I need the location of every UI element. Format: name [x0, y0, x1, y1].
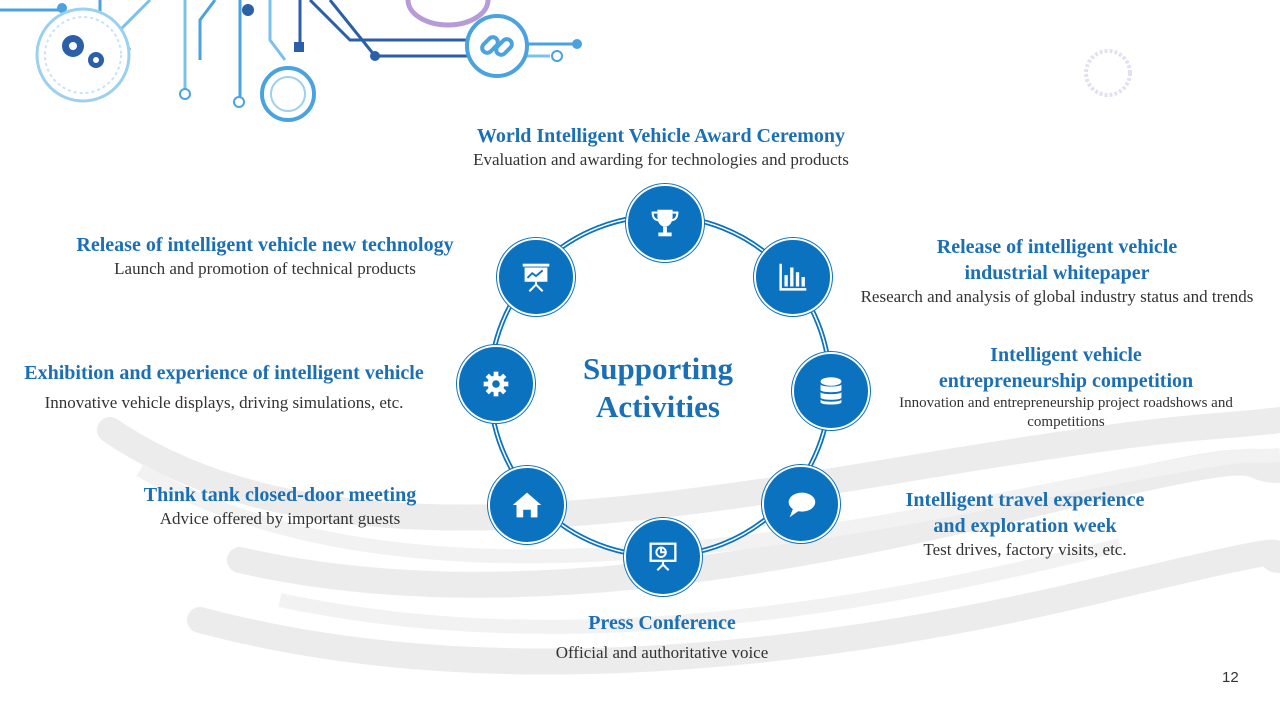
label-entrepreneurship: Intelligent vehicle entrepreneurship com…	[880, 342, 1252, 432]
activity-desc: Evaluation and awarding for technologies…	[473, 150, 849, 169]
activity-desc: Innovative vehicle displays, driving sim…	[44, 393, 404, 412]
activity-desc: Launch and promotion of technical produc…	[114, 259, 416, 278]
activity-title: Press Conference	[588, 612, 736, 634]
presentation-board-icon	[649, 542, 677, 572]
center-title: Supporting Activities	[548, 350, 768, 426]
trophy-icon	[651, 209, 679, 237]
activity-title: World Intelligent Vehicle Award Ceremony	[476, 125, 846, 147]
activity-title-line2: industrial whitepaper	[964, 262, 1150, 284]
center-title-line2: Activities	[596, 389, 720, 424]
center-title-line1: Supporting	[583, 351, 733, 386]
label-whitepaper: Release of intelligent vehicle industria…	[838, 234, 1276, 308]
label-award-ceremony: World Intelligent Vehicle Award Ceremony…	[411, 123, 911, 171]
easel-chart-icon	[522, 263, 550, 292]
activity-title: Exhibition and experience of intelligent…	[24, 362, 424, 384]
activity-title: Release of intelligent vehicle new techn…	[76, 234, 454, 256]
activity-title-line1: Intelligent vehicle	[990, 344, 1142, 366]
node-think-tank	[488, 466, 566, 544]
speech-bubble-icon	[788, 492, 816, 518]
node-press-conference	[624, 518, 702, 596]
activity-desc: Test drives, factory visits, etc.	[923, 540, 1127, 559]
label-press-conference: Press Conference Official and authoritat…	[462, 610, 862, 664]
home-icon	[512, 492, 542, 518]
page-number: 12	[1222, 669, 1239, 686]
bar-chart-icon	[779, 263, 807, 291]
activity-title: Think tank closed-door meeting	[143, 484, 417, 506]
link-icon	[480, 35, 514, 57]
node-whitepaper	[754, 238, 832, 316]
node-new-technology	[497, 238, 575, 316]
label-travel-week: Intelligent travel experience and explor…	[875, 487, 1175, 561]
activity-desc: Advice offered by important guests	[159, 509, 401, 528]
activity-desc: Research and analysis of global industry…	[860, 287, 1254, 306]
gear-icon	[483, 371, 509, 397]
activity-title-line1: Release of intelligent vehicle	[936, 236, 1178, 258]
database-icon	[820, 377, 842, 405]
node-award-ceremony	[626, 184, 704, 262]
activity-title-line1: Intelligent travel experience	[905, 489, 1145, 511]
activity-desc: Innovation and entrepreneurship project …	[899, 395, 1233, 430]
label-new-technology: Release of intelligent vehicle new techn…	[50, 232, 480, 280]
node-exhibition	[457, 345, 535, 423]
activity-title-line2: and exploration week	[933, 515, 1117, 537]
node-travel-week	[762, 465, 840, 543]
node-entrepreneurship	[792, 352, 870, 430]
label-exhibition: Exhibition and experience of intelligent…	[4, 360, 444, 414]
label-think-tank: Think tank closed-door meeting Advice of…	[110, 482, 450, 530]
activity-desc: Official and authoritative voice	[555, 643, 769, 662]
activity-title-line2: entrepreneurship competition	[938, 370, 1194, 392]
